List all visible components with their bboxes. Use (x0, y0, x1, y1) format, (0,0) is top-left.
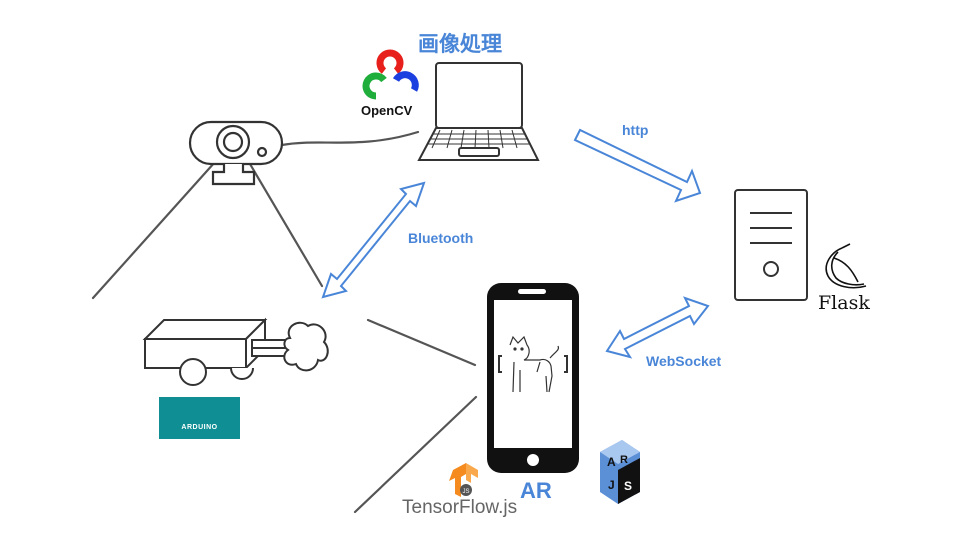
tensorflow-logo: JS (449, 463, 478, 497)
tensorflow-logo-text: TensorFlow.js (402, 497, 517, 519)
flask-logo (825, 243, 867, 289)
websocket-arrow (605, 296, 710, 359)
webcam-to-laptop-cable (280, 130, 420, 147)
arduino-badge: ARDUINO (159, 397, 240, 439)
webcam-to-left-line (91, 160, 217, 300)
svg-text:A: A (607, 455, 616, 469)
tensorflow-js-suffix: .js (498, 497, 518, 518)
phone-to-bottom-line (353, 395, 478, 514)
tensorflow-name: TensorFlow (402, 497, 499, 518)
laptop-icon (417, 62, 540, 161)
opencv-logo-text: OpenCV (361, 103, 413, 118)
smartphone-icon (487, 283, 579, 473)
flask-logo-text: Flask (818, 292, 870, 314)
shiba-dog-icon (498, 335, 568, 393)
bluetooth-arrow (321, 181, 426, 299)
arjs-logo: A R J S (600, 440, 640, 504)
webcam-to-car-line (248, 162, 324, 288)
bluetooth-label: Bluetooth (408, 230, 474, 246)
svg-text:J: J (608, 478, 615, 492)
arduino-logo-text: ARDUINO (181, 424, 218, 431)
svg-text:R: R (620, 454, 628, 466)
svg-text:S: S (624, 479, 632, 493)
connection-lines (91, 130, 478, 514)
image-processing-label: 画像処理 (418, 32, 502, 56)
svg-text:JS: JS (462, 489, 469, 495)
websocket-label: WebSocket (646, 353, 722, 369)
server-icon (734, 189, 808, 301)
ar-label: AR (520, 478, 552, 503)
http-arrow (573, 128, 702, 203)
rc-car-icon (142, 317, 329, 386)
http-label: http (622, 122, 649, 138)
car-to-phone-line (366, 318, 477, 367)
webcam-icon (188, 120, 284, 186)
opencv-logo (362, 49, 419, 100)
